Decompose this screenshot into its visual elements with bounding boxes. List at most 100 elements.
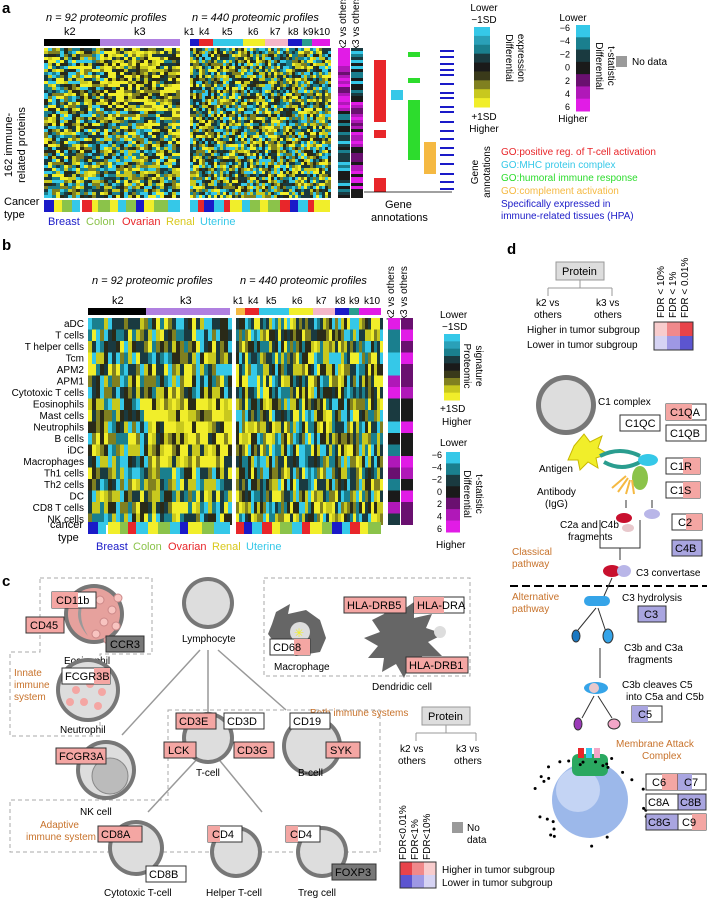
protein-c8b-label: C8B <box>680 797 701 809</box>
b-t-lower: Lower <box>440 438 468 449</box>
c-legend-protein: Protein <box>428 711 463 723</box>
c2a-label-1: C2a and C4b <box>560 520 619 531</box>
c-legend-nodata-2: data <box>467 835 487 846</box>
d-legend-fdr-2: FDR < 1% <box>668 271 679 318</box>
protein-c1qa-label: C1QA <box>670 407 701 419</box>
b-t-title-1: Differential <box>461 470 472 518</box>
protein-foxp3 <box>331 863 377 881</box>
b-sig-minus: −1SD <box>442 322 467 333</box>
b-sig-lower: Lower <box>440 310 468 321</box>
a-cluster-k1: k1 <box>184 27 195 38</box>
a-exp-plus: +1SD <box>471 112 496 123</box>
adaptive-box <box>9 709 381 853</box>
antibody-label-2: (IgG) <box>545 499 568 510</box>
protein-ccr3 <box>105 635 145 653</box>
a-legend-renal: Renal <box>166 216 195 228</box>
b-right-title: n = 440 proteomic profiles <box>240 275 367 287</box>
protein-c1s-label: C1S <box>670 485 691 497</box>
mac-particles <box>533 757 648 848</box>
a-t-tick: −2 <box>560 49 570 59</box>
b-legend-uterine: Uterine <box>246 541 281 553</box>
b-sig-plus: +1SD <box>440 404 465 415</box>
b-signature-legend: Lower −1SD Proteomic signature +1SD High… <box>440 310 484 428</box>
a-ga-title-1: Gene <box>470 159 481 184</box>
b-right-cluster-labels: k1 k4 k5 k6 k7 k8 k9 k10 <box>233 296 381 307</box>
d-legend-k3-1: k3 vs <box>596 298 619 309</box>
a-go-term-1: GO:positive reg. of T-cell activation <box>501 147 656 158</box>
a-cluster-k2: k2 <box>64 26 76 38</box>
lymphocyte-cell <box>182 577 234 629</box>
b-comp-k3: k3 vs others <box>399 266 410 320</box>
c-legend-nodata-1: No <box>467 823 480 834</box>
protein-cd8b <box>145 865 187 883</box>
a-cancer-type-legend: Breast Colon Ovarian Renal Uterine <box>48 216 235 228</box>
protein-c6-label: C6 <box>652 777 666 789</box>
b-row-label: Macrophages <box>23 457 84 468</box>
b-row-label: Eosinophils <box>33 400 84 411</box>
a-cluster-k5: k5 <box>222 27 233 38</box>
innate-label-3: system <box>14 692 46 703</box>
panel-a: a n = 92 proteomic profiles n = 440 prot… <box>2 0 667 228</box>
protein-cd11b-label: CD11b <box>56 595 89 607</box>
dendritic-label: Dendridic cell <box>372 682 432 693</box>
antigen-label: Antigen <box>539 464 573 475</box>
protein-c8g-label: C8G <box>648 817 671 829</box>
b-row-label: DC <box>70 492 84 503</box>
innate-box <box>9 577 153 737</box>
b-cluster-k6: k6 <box>292 296 303 307</box>
protein-syk <box>325 741 361 759</box>
c3-hydrolysis-label: C3 hydrolysis <box>622 593 682 604</box>
protein-c8b <box>677 793 707 811</box>
a-t-title-1: Differential <box>593 42 604 90</box>
b-sig-higher: Higher <box>442 417 472 428</box>
innate-label-2: immune <box>14 680 50 691</box>
alternative-label-2: pathway <box>512 604 549 615</box>
c3-molecule <box>584 596 610 606</box>
b-cell <box>282 716 342 776</box>
protein-c1r-label: C1R <box>670 461 692 473</box>
b-cancer-type-legend: Breast Colon Ovarian Renal Uterine <box>96 541 281 553</box>
protein-c4b-label: C4B <box>675 543 696 555</box>
protein-c9-label: C9 <box>682 817 696 829</box>
protein-fcgr3a <box>55 747 107 765</box>
b-sig-title-2: signature <box>473 345 484 387</box>
a-legend-ovarian: Ovarian <box>122 216 161 228</box>
protein-c1qc <box>619 414 661 432</box>
a-exp-title-1: Differential <box>503 34 514 82</box>
protein-syk-label: SYK <box>330 745 353 757</box>
panel-c: c CD11b CD45 CCR3 Eosinophil FCGR3B Neut… <box>2 573 555 899</box>
a-cancer-type-strip <box>44 200 330 212</box>
panel-b: b n = 92 proteomic profiles n = 440 prot… <box>2 237 484 553</box>
a-expression-legend: Lower −1SD Differential expression +1SD … <box>469 3 526 135</box>
protein-cd3g <box>233 741 275 759</box>
b-row-label: T cells <box>55 331 84 342</box>
b-cluster-bar-k2 <box>88 308 146 315</box>
a-comp-k2: k2 vs others <box>338 0 349 50</box>
protein-cd68-label: CD68 <box>273 642 301 654</box>
a-legend-breast: Breast <box>48 216 80 228</box>
b-legend-colon: Colon <box>133 541 162 553</box>
helper-label: Helper T-cell <box>206 888 262 899</box>
b-row-label: Cytotoxic T cells <box>12 388 84 399</box>
d-legend-fdr-3: FDR < 0.01% <box>680 258 691 318</box>
dendritic-cell <box>364 600 446 678</box>
protein-foxp3-label: FOXP3 <box>335 867 371 879</box>
protein-cd8b-label: CD8B <box>149 869 178 881</box>
b-sig-title-1: Proteomic <box>461 343 472 388</box>
b-row-label: NK cells <box>47 515 84 526</box>
c-legend-grid <box>399 861 437 889</box>
b-row-label: Th1 cells <box>44 469 84 480</box>
a-right-title: n = 440 proteomic profiles <box>192 12 319 24</box>
protein-c4b <box>671 539 703 557</box>
b-row-label: Neutrophils <box>33 423 84 434</box>
a-cluster-k9: k9 <box>303 27 314 38</box>
c3b-cleaves-label-2: into C5a and C5b <box>626 692 704 703</box>
a-nodata-label: No data <box>632 57 667 68</box>
alternative-label-1: Alternative <box>512 592 560 603</box>
c-legend-k3-1: k3 vs <box>456 744 479 755</box>
protein-hla-dra-label: HLA-DRA <box>417 600 466 612</box>
b-t-tick: −4 <box>432 462 442 472</box>
protein-cd3g-label: CD3G <box>237 745 268 757</box>
